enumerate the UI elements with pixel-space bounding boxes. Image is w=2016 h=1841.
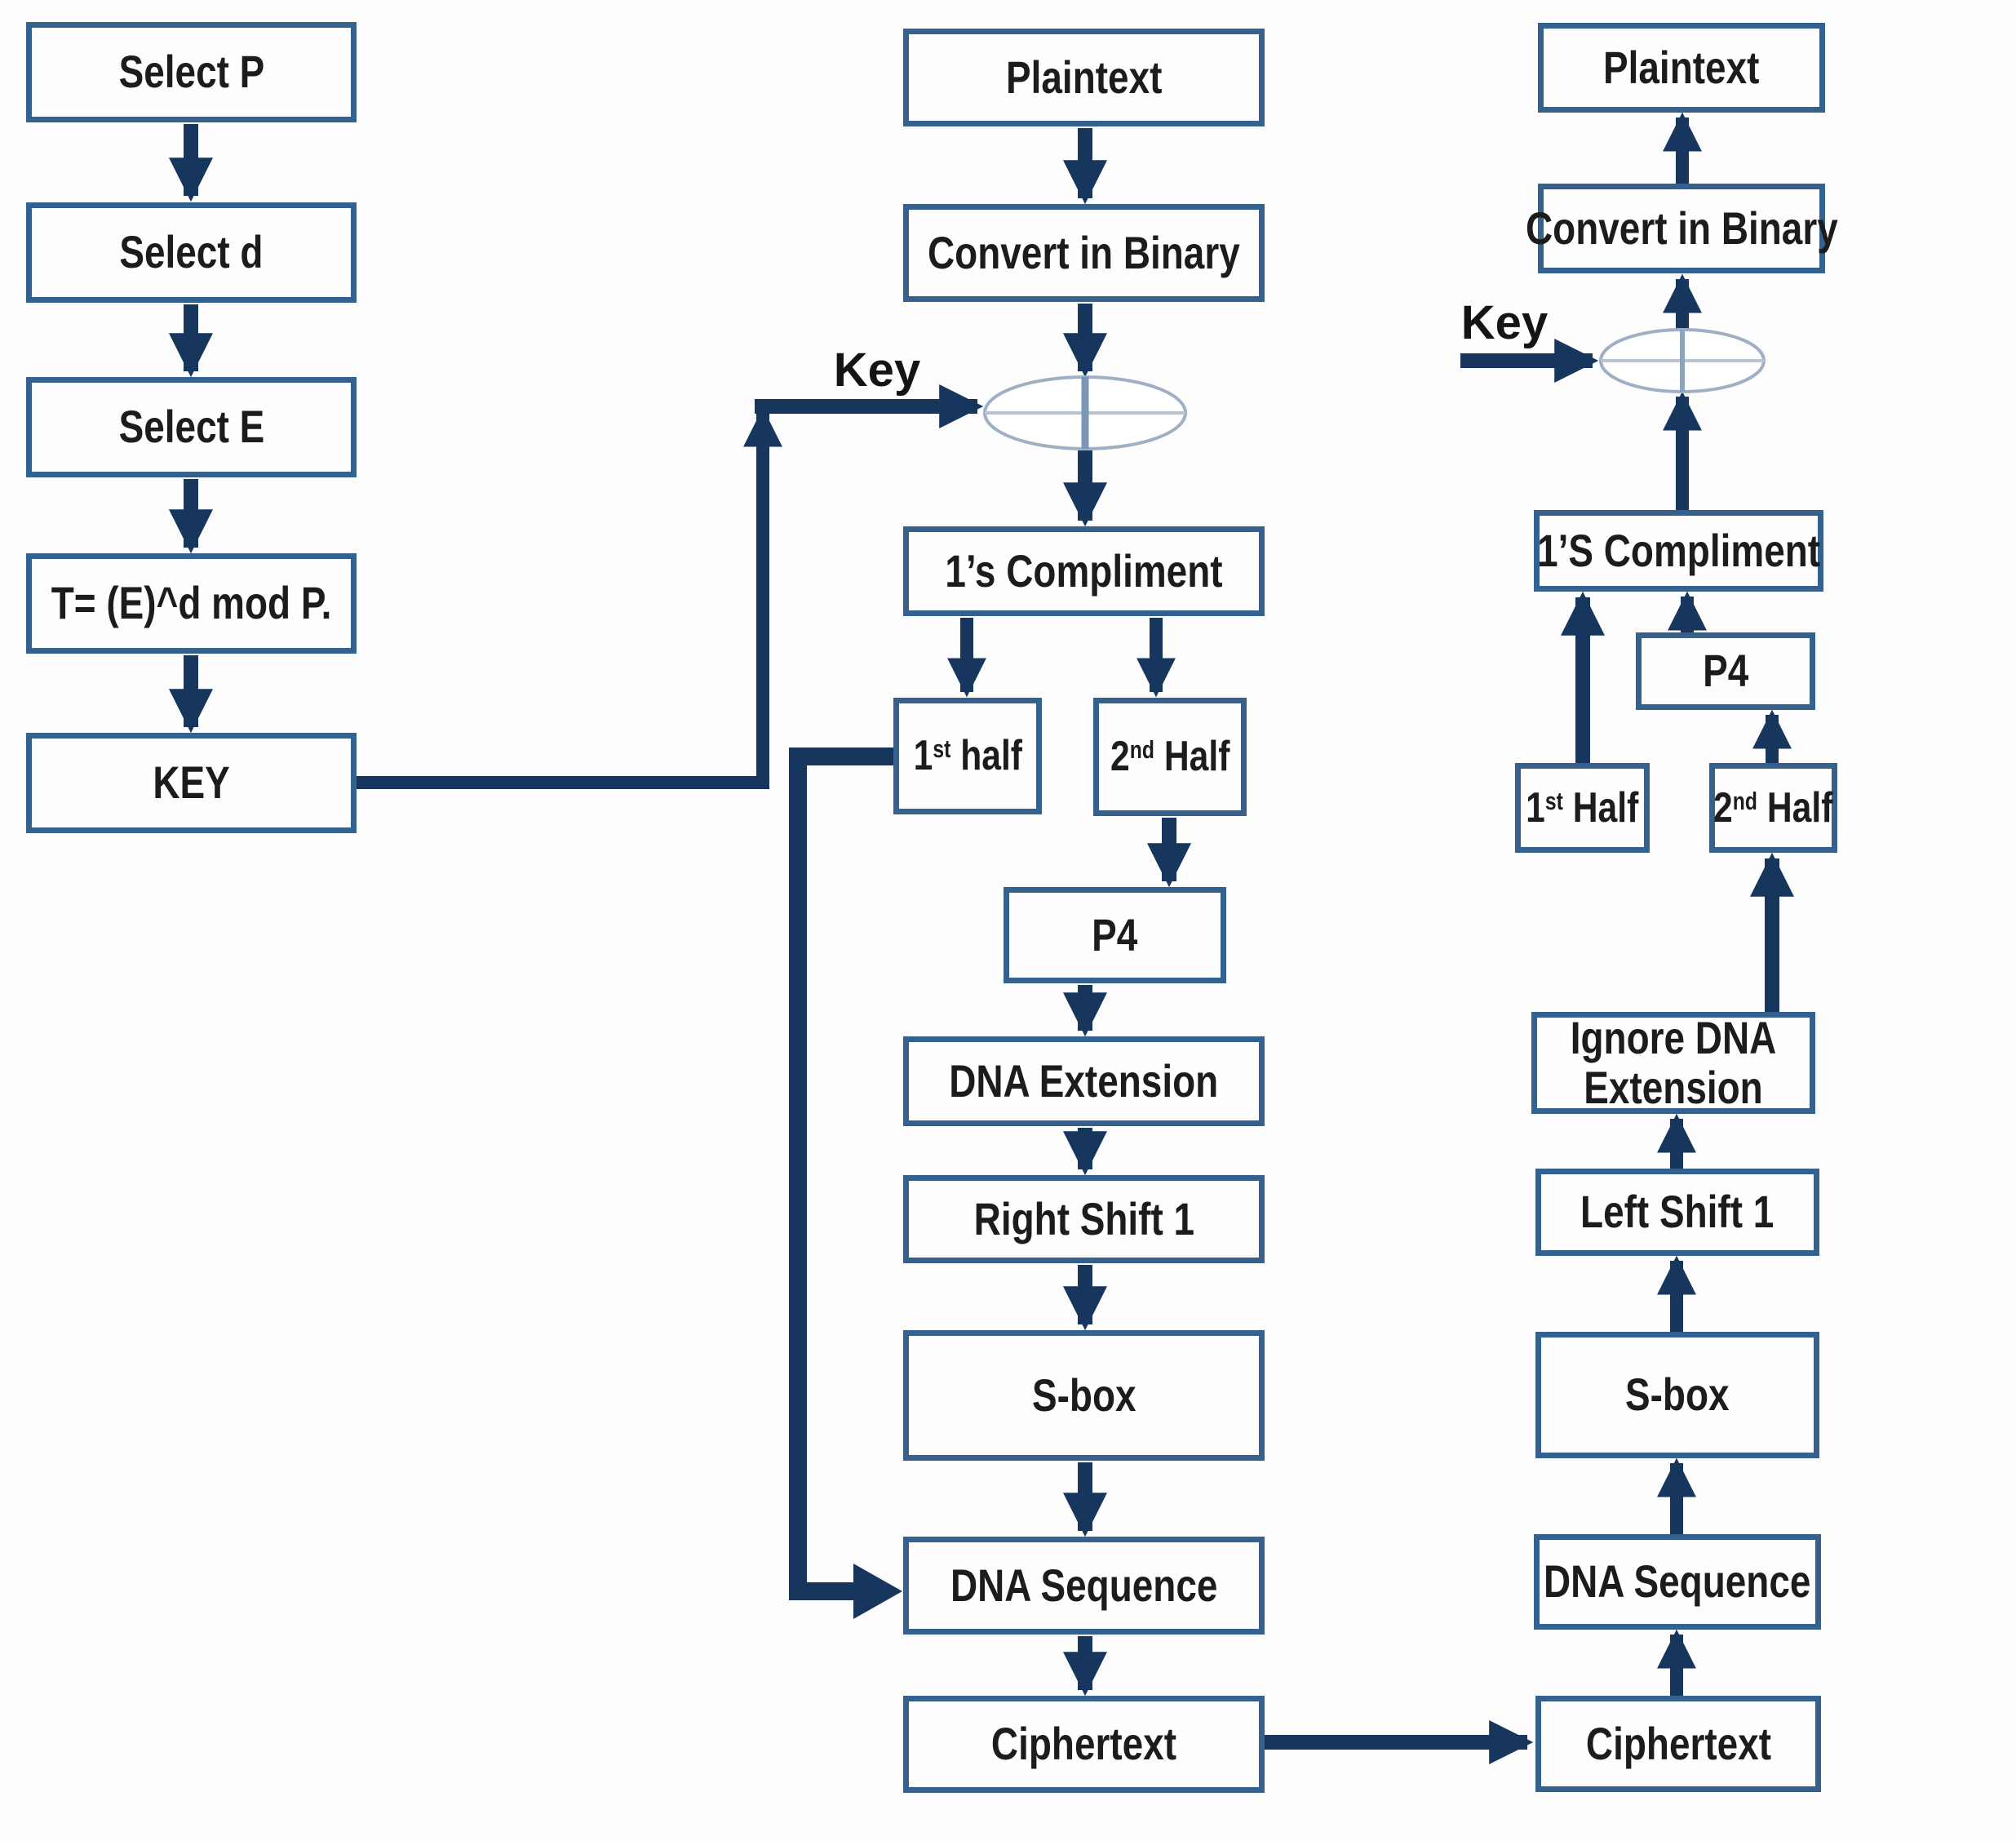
box-second-half-decrypt: 2nd Half (1709, 763, 1837, 853)
box-ciphertext-decrypt: Ciphertext (1535, 1696, 1821, 1792)
box-plaintext-encrypt: Plaintext (903, 29, 1265, 126)
key-label-decrypt: Key (1460, 296, 1549, 349)
label-line1: Ignore DNA (1570, 1012, 1777, 1064)
box-right-shift-label: Right Shift 1 (973, 1192, 1194, 1244)
box-second-half-encrypt-label: 2nd Half (1110, 734, 1230, 779)
box-select-e-label: Select E (118, 401, 264, 453)
key-feed-line (357, 407, 782, 789)
label-rest: Half (1154, 733, 1230, 781)
box-second-half-encrypt: 2nd Half (1093, 698, 1247, 816)
box-key: KEY (26, 733, 357, 833)
label-line2: Extension (1584, 1061, 1763, 1113)
box-dna-sequence-decrypt-label: DNA Sequence (1544, 1555, 1811, 1608)
box-ones-compliment-decrypt: 1’S Compliment (1534, 510, 1823, 592)
box-select-p: Select P (26, 22, 357, 122)
label-sup: nd (1129, 737, 1154, 765)
box-key-formula: T= (E)^d mod P. (26, 553, 357, 654)
box-ones-compliment-encrypt-label: 1’s Compliment (945, 544, 1223, 597)
box-plaintext-decrypt: Plaintext (1538, 23, 1825, 113)
box-dna-extension-label: DNA Extension (949, 1054, 1219, 1107)
box-first-half-decrypt: 1st Half (1515, 763, 1650, 853)
box-select-d: Select d (26, 202, 357, 303)
box-plaintext-encrypt-label: Plaintext (1005, 51, 1163, 103)
xor-icon-encrypt (983, 375, 1187, 450)
label-rest: Half (1757, 783, 1833, 832)
box-left-shift: Left Shift 1 (1535, 1169, 1819, 1256)
label-sup: nd (1733, 787, 1758, 815)
box-key-formula-label: T= (E)^d mod P. (51, 577, 332, 629)
box-dna-extension: DNA Extension (903, 1036, 1265, 1126)
box-dna-sequence-encrypt: DNA Sequence (903, 1537, 1265, 1635)
box-ciphertext-decrypt-label: Ciphertext (1585, 1717, 1771, 1769)
box-key-label: KEY (153, 756, 230, 809)
box-first-half-encrypt: 1st half (893, 698, 1042, 814)
box-p4-encrypt: P4 (1004, 887, 1226, 983)
box-dna-sequence-encrypt-label: DNA Sequence (950, 1559, 1218, 1611)
box-select-d-label: Select d (119, 226, 264, 278)
box-dna-sequence-decrypt: DNA Sequence (1534, 1534, 1821, 1630)
box-sbox-decrypt: S-box (1535, 1332, 1819, 1458)
box-convert-binary-decrypt-label: Convert in Binary (1525, 202, 1838, 254)
xor-icon-decrypt (1599, 328, 1766, 393)
box-first-half-decrypt-label: 1st Half (1526, 785, 1638, 831)
label-base: 1 (913, 732, 933, 780)
box-p4-encrypt-label: P4 (1092, 908, 1138, 960)
box-sbox-decrypt-label: S-box (1625, 1369, 1730, 1421)
box-ciphertext-encrypt-label: Ciphertext (990, 1718, 1177, 1770)
box-second-half-decrypt-label: 2nd Half (1713, 785, 1832, 831)
box-sbox-encrypt: S-box (903, 1330, 1265, 1461)
key-label-encrypt: Key (833, 344, 921, 397)
firsthalf-bypass-arrowhead (853, 1564, 902, 1619)
box-ones-compliment-decrypt-label: 1’S Compliment (1537, 524, 1821, 576)
box-select-p-label: Select P (118, 46, 264, 98)
label-sup: st (933, 736, 951, 764)
box-convert-binary-encrypt-label: Convert in Binary (928, 226, 1240, 278)
box-convert-binary-decrypt: Convert in Binary (1526, 184, 1837, 273)
box-right-shift: Right Shift 1 (903, 1175, 1265, 1263)
label-base: 2 (1713, 783, 1734, 832)
label-rest: Half (1563, 783, 1639, 832)
box-select-e: Select E (26, 377, 357, 477)
label-rest: half (950, 732, 1022, 780)
box-left-shift-label: Left Shift 1 (1580, 1186, 1775, 1238)
label-base: 2 (1110, 733, 1130, 781)
label-base: 1 (1526, 783, 1546, 832)
box-sbox-encrypt-label: S-box (1031, 1369, 1136, 1421)
box-first-half-encrypt-label: 1st half (913, 733, 1021, 779)
box-p4-decrypt: P4 (1636, 632, 1815, 710)
box-p4-decrypt-label: P4 (1702, 645, 1749, 697)
box-ones-compliment-encrypt: 1’s Compliment (903, 526, 1265, 616)
label-sup: st (1545, 787, 1564, 815)
box-plaintext-decrypt-label: Plaintext (1603, 41, 1760, 93)
box-convert-binary-encrypt: Convert in Binary (903, 204, 1265, 302)
box-ciphertext-encrypt: Ciphertext (903, 1696, 1265, 1793)
firsthalf-bypass-line (789, 747, 893, 1600)
